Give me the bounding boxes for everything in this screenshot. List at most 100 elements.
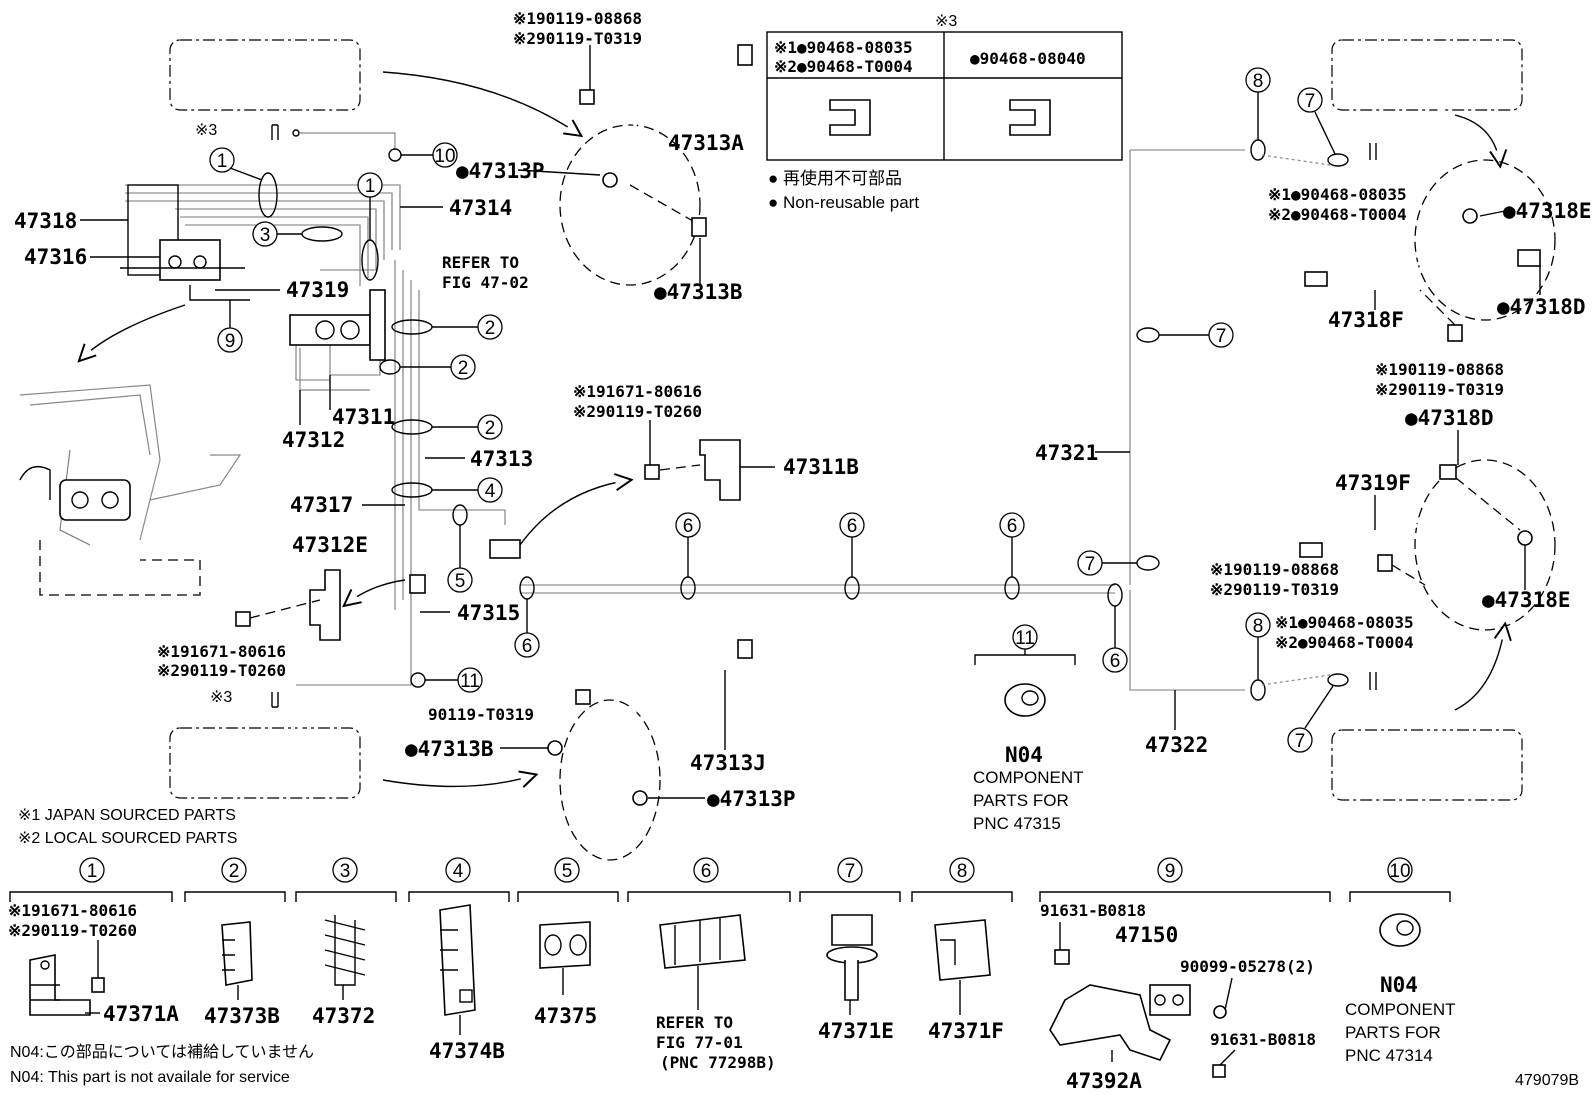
part-47314: 47314: [449, 196, 512, 220]
part-47371E: 47371E: [818, 1019, 894, 1043]
component-b-line3: PNC 47314: [1345, 1046, 1433, 1065]
refer-bottom-line2: FIG 77-01: [656, 1033, 743, 1052]
part-47371A: 47371A: [103, 1002, 179, 1026]
bottom-parts-row: 1 ※191671-80616 ※290119-T0260 47371A 2 4…: [8, 857, 1451, 1093]
part-47319F: 47319F: [1335, 471, 1411, 495]
table-col1-line1: ※1●90468-08035: [774, 38, 913, 57]
diagram-id: 479079B: [1515, 1072, 1579, 1089]
svg-text:7: 7: [1295, 731, 1306, 752]
note-local: ※2 LOCAL SOURCED PARTS: [18, 830, 237, 847]
clip-47371F: [934, 919, 991, 981]
part-47318E-top: ●47318E: [1503, 199, 1592, 223]
svg-text:11: 11: [1015, 628, 1035, 649]
x3-label-bottom: ※3: [210, 689, 232, 706]
note-japan: ※1 JAPAN SOURCED PARTS: [18, 807, 236, 824]
junction-block-47311: [289, 314, 371, 346]
refer-to-line2: FIG 47-02: [442, 273, 529, 292]
bracket-47311B: [699, 439, 741, 501]
clip-icon: [829, 99, 871, 136]
ref-bot1-a: ※191671-80616: [8, 901, 137, 920]
svg-text:6: 6: [522, 636, 533, 657]
legend-en: ● Non-reusable part: [768, 193, 919, 212]
part-47313: 47313: [470, 447, 533, 471]
svg-text:9: 9: [225, 331, 236, 352]
ref-right-bolt-b: ※290119-T0319: [1375, 380, 1504, 399]
arrow-icon: [1454, 114, 1500, 165]
fitting-icon: [292, 129, 300, 137]
x3-label-top: ※3: [195, 122, 217, 139]
part-47316: 47316: [24, 245, 87, 269]
fitting-icon: [602, 172, 618, 188]
master-cylinder-pipes: [125, 149, 1245, 691]
bolt-icon: [691, 217, 707, 237]
part-47373B: 47373B: [204, 1004, 280, 1028]
ref-left-b: ※290119-T0260: [157, 661, 286, 680]
svg-text:6: 6: [683, 516, 694, 537]
wheel-outline-rear-left: [169, 727, 361, 799]
part-47374B: 47374B: [429, 1039, 505, 1063]
clamp-icon: [489, 539, 521, 559]
refer-to-line1: REFER TO: [442, 253, 519, 272]
part-47392A: 47392A: [1066, 1069, 1142, 1093]
arrow-icon: [345, 579, 406, 605]
bracket-47392A: [1049, 984, 1172, 1061]
ref-right2-b: ※290119-T0319: [1210, 580, 1339, 599]
bracket-47318: [127, 184, 179, 276]
part-47318D-top: ●47318D: [1497, 295, 1586, 319]
component-a-code: N04: [1005, 743, 1043, 767]
callout-group-right: 7 7 8 7 8 7: [1077, 67, 1349, 753]
clip-77298B: [659, 914, 746, 969]
arrow-icon: [519, 480, 630, 546]
svg-text:1: 1: [217, 151, 228, 172]
svg-text:2: 2: [229, 861, 240, 882]
part-47319: 47319: [286, 278, 349, 302]
ref-right-clip-a: ※1●90468-08035: [1268, 185, 1407, 204]
svg-text:9: 9: [1165, 861, 1176, 882]
part-90099: 90099-05278(2): [1180, 957, 1315, 976]
svg-text:8: 8: [1253, 616, 1264, 637]
bolt-icon: [575, 689, 591, 705]
part-47318: 47318: [14, 209, 77, 233]
bolt-icon: [644, 464, 660, 480]
callout-group-left: 1 1 3 10 9 2 2 2 4 5 11: [209, 142, 503, 693]
ref-left-a: ※191671-80616: [157, 642, 286, 661]
legend-jp: ● 再使用不可部品: [768, 168, 902, 188]
bolt-icon: [91, 977, 105, 993]
bolt-icon: [1447, 324, 1463, 342]
master-cylinder-detail: [19, 384, 242, 596]
part-47312: 47312: [282, 428, 345, 452]
wheel-outline-front-left: [169, 39, 361, 111]
part-47313P-top: ●47313P: [456, 159, 545, 183]
bolt-icon: [579, 89, 595, 105]
svg-text:7: 7: [845, 861, 856, 882]
svg-text:7: 7: [1085, 554, 1096, 575]
part-47318D-mid: ●47318D: [1405, 406, 1494, 430]
hose-47313A: [629, 59, 746, 181]
part-47318E-bottom: ●47318E: [1482, 588, 1571, 612]
part-47371F: 47371F: [928, 1019, 1004, 1043]
svg-text:10: 10: [1389, 861, 1410, 882]
svg-text:6: 6: [1007, 516, 1018, 537]
caliper-outline-top: [559, 124, 701, 286]
svg-text:4: 4: [485, 481, 496, 502]
table-header: ※3: [935, 13, 957, 30]
bolt-icon: [1377, 554, 1393, 572]
part-47150: 47150: [1115, 923, 1178, 947]
part-90119-T0319: 90119-T0319: [428, 705, 534, 724]
wheel-outline-rear-right: [1331, 729, 1523, 801]
caliper-outline-bottom-right: [1414, 459, 1556, 631]
part-47315: 47315: [457, 601, 520, 625]
note-n04-en: N04: This part is not availale for servi…: [10, 1069, 290, 1086]
ref-right-clip-b: ※2●90468-T0004: [1268, 205, 1407, 224]
ref-top-b: ※290119-T0319: [513, 29, 642, 48]
bolt-icon: [1212, 1064, 1226, 1078]
ref-top-a: ※190119-08868: [513, 9, 642, 28]
refer-bottom-line3: (PNC 77298B): [660, 1053, 776, 1072]
part-47318F: 47318F: [1328, 308, 1404, 332]
clip-47375: [539, 921, 591, 969]
svg-text:11: 11: [460, 671, 480, 692]
svg-text:10: 10: [434, 146, 455, 167]
grommet-icon: [1004, 683, 1046, 717]
arrow-icon: [80, 304, 186, 360]
clamp-47374B: [439, 904, 476, 1016]
